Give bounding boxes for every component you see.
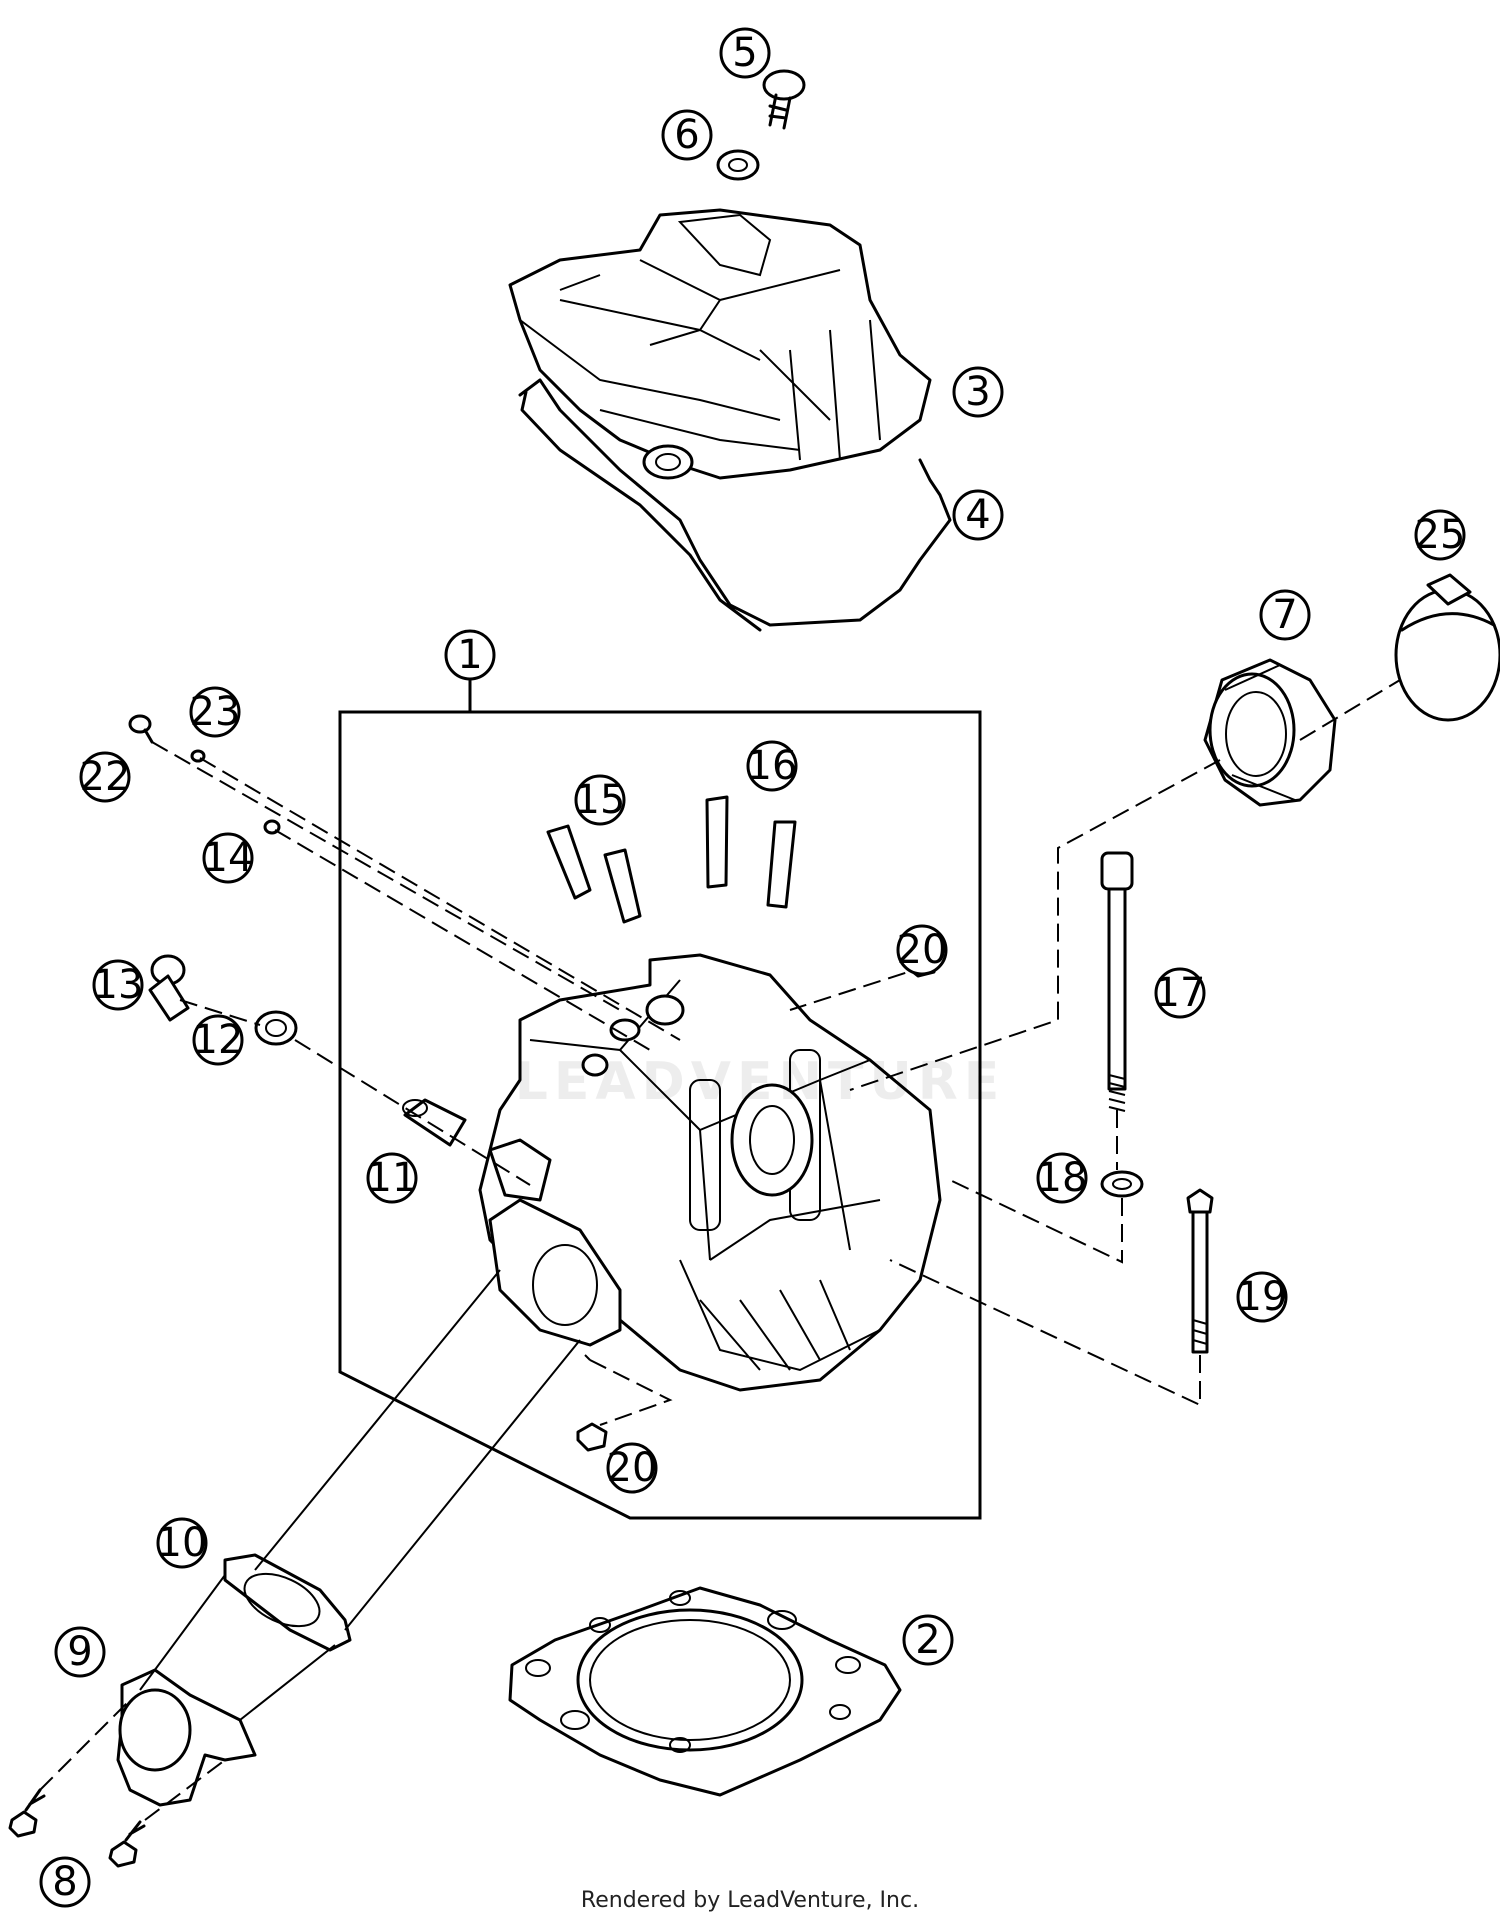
valve-cover	[508, 208, 932, 480]
callout-7: 7	[1259, 589, 1311, 641]
callout-5: 5	[719, 27, 771, 79]
callout-3: 3	[952, 366, 1004, 418]
callout-18: 18	[1036, 1152, 1088, 1204]
hose-clamp	[1394, 573, 1500, 722]
callout-11: 11	[366, 1152, 418, 1204]
callout-19-label: 19	[1237, 1274, 1288, 1320]
callout-25-label: 25	[1415, 512, 1466, 558]
callout-23-label: 23	[190, 689, 241, 735]
leader-lines	[39, 679, 1401, 1821]
long-bolt	[1186, 1188, 1214, 1354]
callout-8: 8	[39, 1856, 91, 1908]
callout-15: 15	[574, 774, 626, 826]
callout-15-label: 15	[575, 777, 626, 823]
dowel-sleeve	[402, 1098, 467, 1147]
exhaust-gasket	[223, 1553, 352, 1652]
rendered-by-footer: Rendered by LeadVenture, Inc.	[580, 1888, 920, 1913]
callout-1: 1	[444, 629, 496, 681]
cover-washer	[716, 149, 760, 181]
watermark: LEADVENTURE	[514, 1052, 1006, 1112]
callout-1-label: 1	[457, 632, 482, 678]
callout-11-label: 11	[367, 1155, 418, 1201]
callout-12-label: 12	[193, 1017, 244, 1063]
callout-20-upper-label: 20	[897, 927, 948, 973]
callout-20-upper: 20	[896, 924, 948, 976]
callout-9: 9	[54, 1626, 106, 1678]
callout-16-label: 16	[747, 743, 798, 789]
callout-16: 16	[746, 740, 798, 792]
callout-3-label: 3	[965, 369, 990, 415]
valve-guides-15	[546, 824, 642, 924]
callout-22: 22	[79, 751, 131, 803]
callout-4: 4	[952, 489, 1004, 541]
head-gasket	[508, 1586, 902, 1797]
callout-18-label: 18	[1037, 1155, 1088, 1201]
callout-10-label: 10	[157, 1520, 208, 1566]
callout-13-label: 13	[93, 962, 144, 1008]
callout-13: 13	[92, 959, 144, 1011]
cover-screw	[762, 69, 806, 130]
nut-lower	[576, 1422, 608, 1452]
callout-9-label: 9	[67, 1629, 92, 1675]
callout-20-lower-label: 20	[607, 1445, 658, 1491]
callout-2: 2	[902, 1614, 954, 1666]
valve-cover-gasket	[518, 378, 952, 632]
callout-4-label: 4	[965, 492, 990, 538]
callout-17-label: 17	[1155, 970, 1206, 1016]
valve-guides-16	[705, 795, 797, 909]
bolt-washer	[1100, 1170, 1144, 1198]
small-screw	[128, 714, 154, 744]
callout-22-label: 22	[80, 754, 131, 800]
callout-10: 10	[156, 1517, 208, 1569]
callout-25: 25	[1414, 509, 1466, 561]
seal-ring	[254, 1010, 298, 1046]
cylinder-head-bolt	[1100, 851, 1134, 1112]
callout-7-label: 7	[1272, 592, 1297, 638]
callout-14: 14	[202, 832, 254, 884]
intake-flange	[1203, 658, 1337, 807]
callout-6: 6	[661, 109, 713, 161]
callout-14-label: 14	[203, 835, 254, 881]
callout-2-label: 2	[915, 1617, 940, 1663]
callout-19: 19	[1236, 1271, 1288, 1323]
callout-20-lower: 20	[606, 1442, 658, 1494]
cylinder-head	[478, 953, 942, 1392]
callout-17: 17	[1154, 967, 1206, 1019]
callout-23: 23	[189, 686, 241, 738]
plug-screw	[148, 954, 190, 1022]
callout-6-label: 6	[674, 112, 699, 158]
callout-5-label: 5	[732, 30, 757, 76]
flange-screws	[8, 1788, 146, 1868]
callout-8-label: 8	[52, 1859, 77, 1905]
exhaust-flange	[116, 1668, 257, 1807]
callout-12: 12	[192, 1014, 244, 1066]
